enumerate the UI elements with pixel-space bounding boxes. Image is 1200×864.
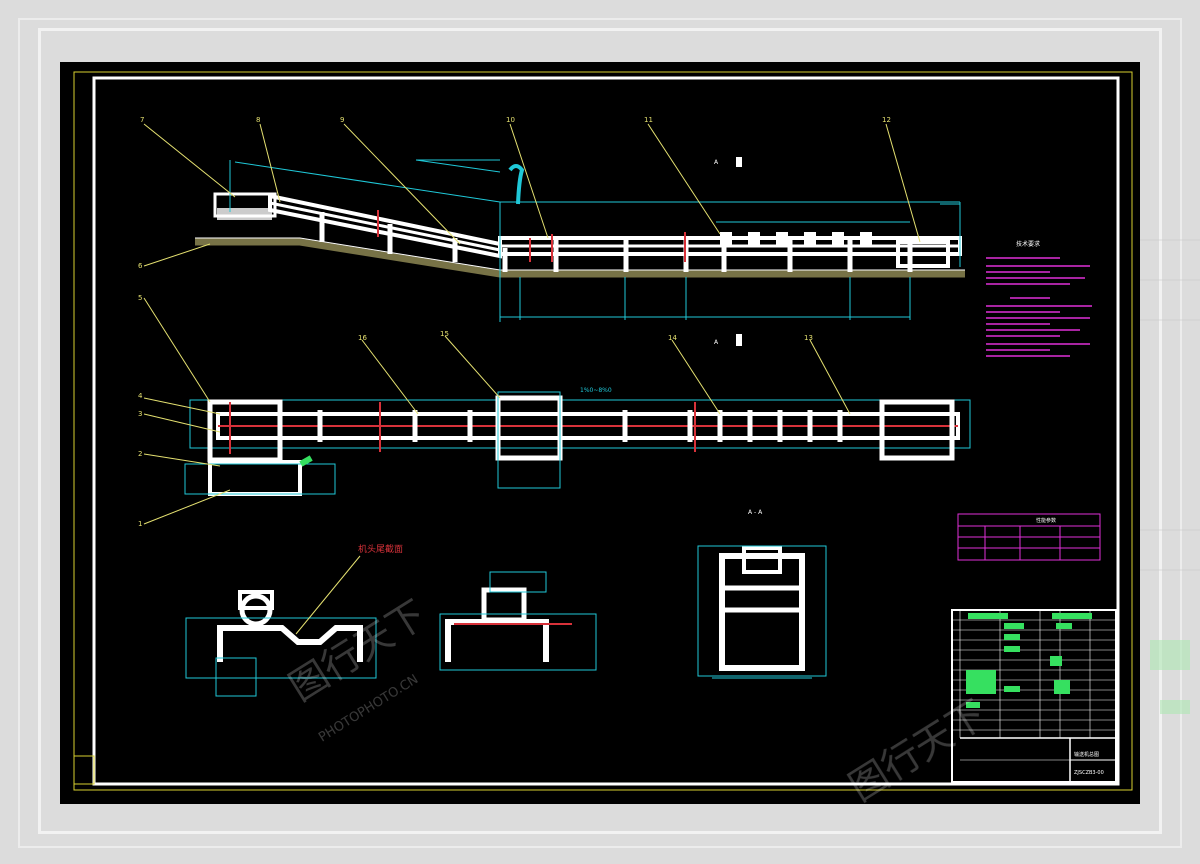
part-label-3: 3 bbox=[138, 410, 142, 418]
part-label-7: 7 bbox=[140, 116, 144, 124]
part-label-16: 16 bbox=[358, 334, 367, 342]
head-tail-section-caption: 机头尾截面 bbox=[358, 543, 403, 555]
cad-drawing-canvas: 7 8 9 10 11 12 6 5 16 15 14 13 4 3 2 1 A… bbox=[60, 62, 1140, 804]
part-label-11: 11 bbox=[644, 116, 653, 124]
watermark: 图行天下 PHOTOPHOTO.CN 图行天下 bbox=[281, 592, 993, 804]
tech-requirements-title: 技术要求 bbox=[1016, 240, 1040, 248]
part-number-labels: 7 8 9 10 11 12 6 5 16 15 14 13 4 3 2 1 bbox=[138, 116, 891, 528]
section-label-aa: A - A bbox=[748, 509, 763, 516]
outer-paper-border bbox=[18, 18, 1182, 848]
part-label-5: 5 bbox=[138, 294, 142, 302]
params-title: 性能参数 bbox=[1036, 517, 1056, 524]
binding-margin bbox=[73, 71, 1133, 791]
plan-view bbox=[143, 297, 971, 525]
watermark-brand-cn: 图行天下 bbox=[281, 592, 433, 710]
technical-requirements: 技术要求 bbox=[986, 240, 1092, 357]
part-label-12: 12 bbox=[882, 116, 891, 124]
elevation-view bbox=[143, 123, 965, 322]
adjacent-sheet-ghost bbox=[1140, 239, 1200, 714]
part-label-8: 8 bbox=[256, 116, 260, 124]
section-marker-mid: A bbox=[714, 339, 719, 346]
part-label-4: 4 bbox=[138, 392, 143, 400]
section-marker-top: A bbox=[714, 159, 719, 166]
part-label-15: 15 bbox=[440, 330, 449, 338]
inner-paper-border bbox=[38, 28, 1162, 834]
drawing-name: 输送机总图 bbox=[1074, 751, 1099, 758]
part-label-10: 10 bbox=[506, 116, 515, 124]
part-label-2: 2 bbox=[138, 450, 142, 458]
title-block: 输送机总图 ZJSCZB3-00 bbox=[951, 609, 1117, 783]
conveyor-assembly-drawing: 7 8 9 10 11 12 6 5 16 15 14 13 4 3 2 1 A… bbox=[73, 71, 1133, 804]
performance-parameters-table: 性能参数 bbox=[957, 513, 1101, 561]
section-views bbox=[185, 545, 827, 697]
watermark-brand-cn-2: 图行天下 bbox=[841, 692, 993, 804]
part-label-13: 13 bbox=[804, 334, 813, 342]
drawing-frame bbox=[92, 76, 1120, 786]
drawing-number: ZJSCZB3-00 bbox=[1074, 770, 1104, 776]
part-label-14: 14 bbox=[668, 334, 677, 342]
part-label-9: 9 bbox=[340, 116, 344, 124]
part-label-1: 1 bbox=[138, 520, 142, 528]
part-label-6: 6 bbox=[138, 262, 143, 270]
dimension-note: 1%0~8%0 bbox=[580, 387, 612, 394]
